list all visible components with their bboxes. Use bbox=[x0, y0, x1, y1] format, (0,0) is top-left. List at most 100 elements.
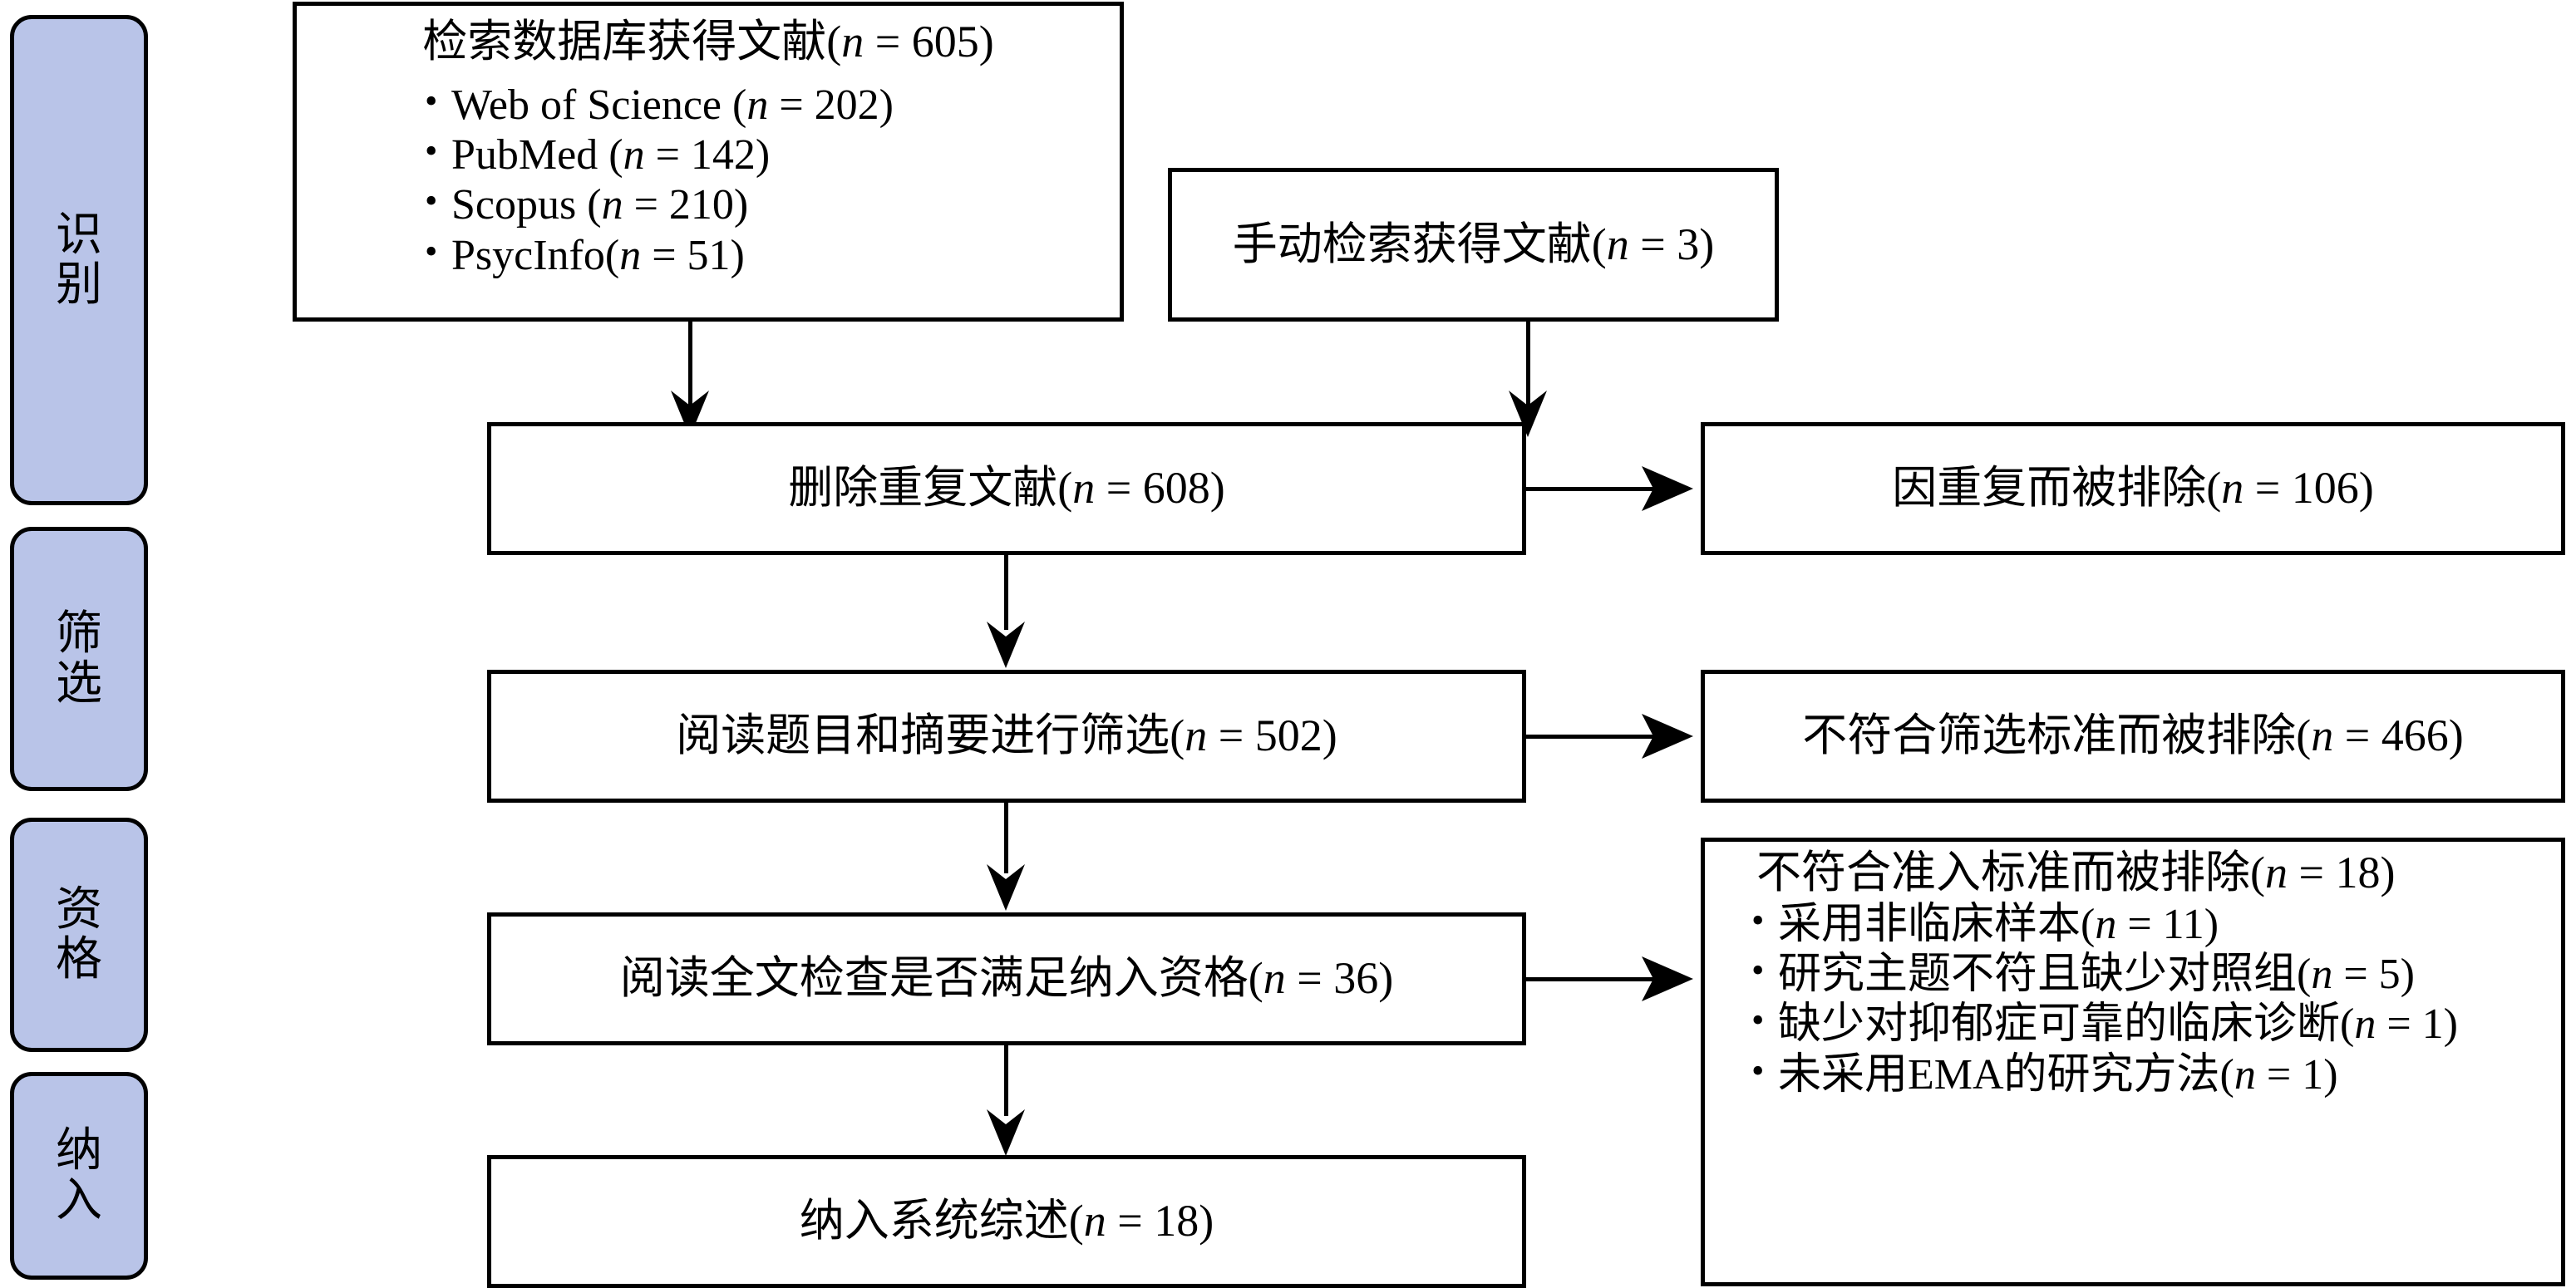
db-item-1-text: PubMed ( bbox=[451, 131, 623, 179]
connector-screen-to-eligibility bbox=[1004, 803, 1008, 873]
arrowhead-dedup-to-screen bbox=[987, 622, 1025, 668]
excluded-eligibility-title: 不符合准入标准而被排除(n = 18) bbox=[1756, 847, 2395, 900]
stage-eligibility-label: 资格 bbox=[56, 883, 102, 986]
fulltext-eligibility-text: 阅读全文检查是否满足纳入资格( bbox=[619, 953, 1263, 1004]
fulltext-eligibility-label: 阅读全文检查是否满足纳入资格(n = 36) bbox=[620, 952, 1393, 1005]
excluded-screening-text: 不符合筛选标准而被排除( bbox=[1802, 710, 2312, 761]
ex-item-2-text: 缺少对抑郁症可靠的临床诊断( bbox=[1778, 1000, 2355, 1049]
list-item: 采用非临床样本(n = 11) bbox=[1750, 899, 2481, 950]
node-fulltext-eligibility: 阅读全文检查是否满足纳入资格(n = 36) bbox=[487, 912, 1526, 1045]
ex-item-0-n: n bbox=[2095, 900, 2117, 948]
node-excluded-duplicates: 因重复而被排除(n = 106) bbox=[1701, 422, 2565, 555]
fulltext-eligibility-n: n bbox=[1263, 953, 1286, 1004]
connector-dedup-to-excluded bbox=[1526, 487, 1659, 491]
ex-item-1-eq: = 5) bbox=[2332, 951, 2415, 999]
stage-screening-label: 筛选 bbox=[56, 607, 102, 710]
node-title-abstract-screen: 阅读题目和摘要进行筛选(n = 502) bbox=[487, 670, 1526, 803]
included-review-eq: = 18) bbox=[1106, 1196, 1214, 1246]
arrowhead-manual-to-dedup bbox=[1509, 391, 1547, 437]
ex-item-3-text: 未采用EMA的研究方法( bbox=[1778, 1050, 2234, 1099]
list-item: Scopus (n = 210) bbox=[423, 179, 894, 230]
node-excluded-eligibility: 不符合准入标准而被排除(n = 18) 采用非临床样本(n = 11) 研究主题… bbox=[1701, 838, 2565, 1286]
included-review-n: n bbox=[1083, 1196, 1106, 1246]
excluded-eligibility-title-eq: = 18) bbox=[2287, 848, 2396, 897]
ex-item-3-n: n bbox=[2234, 1050, 2256, 1099]
ex-item-2-n: n bbox=[2354, 1000, 2377, 1049]
included-review-text: 纳入系统综述( bbox=[799, 1196, 1084, 1246]
db-item-1-eq: = 142) bbox=[644, 131, 771, 179]
db-item-3-n: n bbox=[619, 231, 642, 279]
duplicates-removed-eq: = 608) bbox=[1095, 463, 1225, 514]
list-item: PubMed (n = 142) bbox=[423, 130, 894, 180]
node-database-search: 检索数据库获得文献(n = 605) Web of Science (n = 2… bbox=[293, 2, 1124, 322]
duplicates-removed-text: 删除重复文献( bbox=[788, 463, 1073, 514]
ex-item-0-eq: = 11) bbox=[2116, 900, 2219, 948]
db-item-0-n: n bbox=[746, 81, 769, 129]
stage-included: 纳入 bbox=[10, 1072, 148, 1280]
connector-eligibility-to-excluded bbox=[1526, 977, 1659, 981]
manual-search-eq: = 3) bbox=[1628, 219, 1715, 269]
excluded-eligibility-title-text: 不符合准入标准而被排除( bbox=[1756, 848, 2265, 897]
node-excluded-screening: 不符合筛选标准而被排除(n = 466) bbox=[1701, 670, 2565, 803]
db-item-2-n: n bbox=[601, 181, 623, 229]
connector-db-to-dedup bbox=[688, 322, 692, 421]
manual-search-n: n bbox=[1606, 219, 1629, 269]
database-search-list: Web of Science (n = 202) PubMed (n = 142… bbox=[423, 80, 894, 281]
list-item: Web of Science (n = 202) bbox=[423, 80, 894, 130]
database-search-title-eq: = 605) bbox=[864, 17, 994, 66]
excluded-eligibility-list: 采用非临床样本(n = 11) 研究主题不符且缺少对照组(n = 5) 缺少对抑… bbox=[1750, 899, 2481, 1100]
arrowhead-db-to-dedup bbox=[671, 391, 709, 437]
title-abstract-screen-label: 阅读题目和摘要进行筛选(n = 502) bbox=[676, 710, 1337, 763]
ex-item-2-eq: = 1) bbox=[2376, 1000, 2458, 1049]
manual-search-text: 手动检索获得文献( bbox=[1232, 219, 1607, 269]
excluded-screening-label: 不符合筛选标准而被排除(n = 466) bbox=[1802, 710, 2463, 763]
db-item-2-eq: = 210) bbox=[623, 181, 749, 229]
stage-eligibility: 资格 bbox=[10, 818, 148, 1052]
ex-item-3-eq: = 1) bbox=[2255, 1050, 2338, 1099]
database-search-title-text: 检索数据库获得文献( bbox=[422, 17, 842, 66]
node-manual-search: 手动检索获得文献(n = 3) bbox=[1168, 168, 1779, 322]
node-included-review: 纳入系统综述(n = 18) bbox=[487, 1155, 1526, 1288]
excluded-duplicates-n: n bbox=[2221, 463, 2244, 514]
arrowhead-screen-to-excluded bbox=[1642, 714, 1693, 759]
list-item: 研究主题不符且缺少对照组(n = 5) bbox=[1750, 949, 2481, 1000]
connector-eligibility-to-included bbox=[1004, 1045, 1008, 1116]
stage-identification-label: 识别 bbox=[56, 209, 102, 311]
connector-dedup-to-screen bbox=[1004, 555, 1008, 630]
arrowhead-eligibility-to-excluded bbox=[1642, 956, 1693, 1001]
fulltext-eligibility-eq: = 36) bbox=[1285, 953, 1394, 1004]
db-item-1-n: n bbox=[623, 131, 645, 179]
included-review-label: 纳入系统综述(n = 18) bbox=[800, 1195, 1214, 1248]
list-item: PsycInfo(n = 51) bbox=[423, 230, 894, 281]
arrowhead-screen-to-eligibility bbox=[987, 864, 1025, 911]
excluded-duplicates-text: 因重复而被排除( bbox=[1892, 463, 2222, 514]
database-search-title-n: n bbox=[841, 17, 864, 66]
db-item-2-text: Scopus ( bbox=[451, 181, 602, 229]
db-item-3-text: PsycInfo( bbox=[451, 231, 620, 279]
excluded-duplicates-label: 因重复而被排除(n = 106) bbox=[1892, 462, 2373, 515]
ex-item-1-n: n bbox=[2311, 951, 2333, 999]
duplicates-removed-n: n bbox=[1072, 463, 1096, 514]
connector-manual-to-dedup bbox=[1526, 322, 1530, 421]
connector-screen-to-excluded bbox=[1526, 735, 1659, 739]
excluded-duplicates-eq: = 106) bbox=[2244, 463, 2374, 514]
db-item-0-eq: = 202) bbox=[768, 81, 894, 129]
ex-item-1-text: 研究主题不符且缺少对照组( bbox=[1778, 951, 2312, 999]
title-abstract-screen-text: 阅读题目和摘要进行筛选( bbox=[676, 710, 1185, 761]
excluded-screening-n: n bbox=[2311, 710, 2334, 761]
excluded-screening-eq: = 466) bbox=[2333, 710, 2464, 761]
ex-item-0-text: 采用非临床样本( bbox=[1778, 900, 2096, 948]
arrowhead-dedup-to-excluded bbox=[1642, 466, 1693, 511]
arrowhead-eligibility-to-included bbox=[987, 1109, 1025, 1156]
duplicates-removed-label: 删除重复文献(n = 608) bbox=[788, 462, 1224, 515]
title-abstract-screen-eq: = 502) bbox=[1207, 710, 1337, 761]
stage-included-label: 纳入 bbox=[56, 1124, 102, 1227]
title-abstract-screen-n: n bbox=[1185, 710, 1208, 761]
db-item-3-eq: = 51) bbox=[641, 231, 745, 279]
excluded-eligibility-title-n: n bbox=[2264, 848, 2288, 897]
stage-identification: 识别 bbox=[10, 15, 148, 505]
list-item: 未采用EMA的研究方法(n = 1) bbox=[1750, 1050, 2481, 1100]
node-duplicates-removed: 删除重复文献(n = 608) bbox=[487, 422, 1526, 555]
list-item: 缺少对抑郁症可靠的临床诊断(n = 1) bbox=[1750, 999, 2481, 1050]
